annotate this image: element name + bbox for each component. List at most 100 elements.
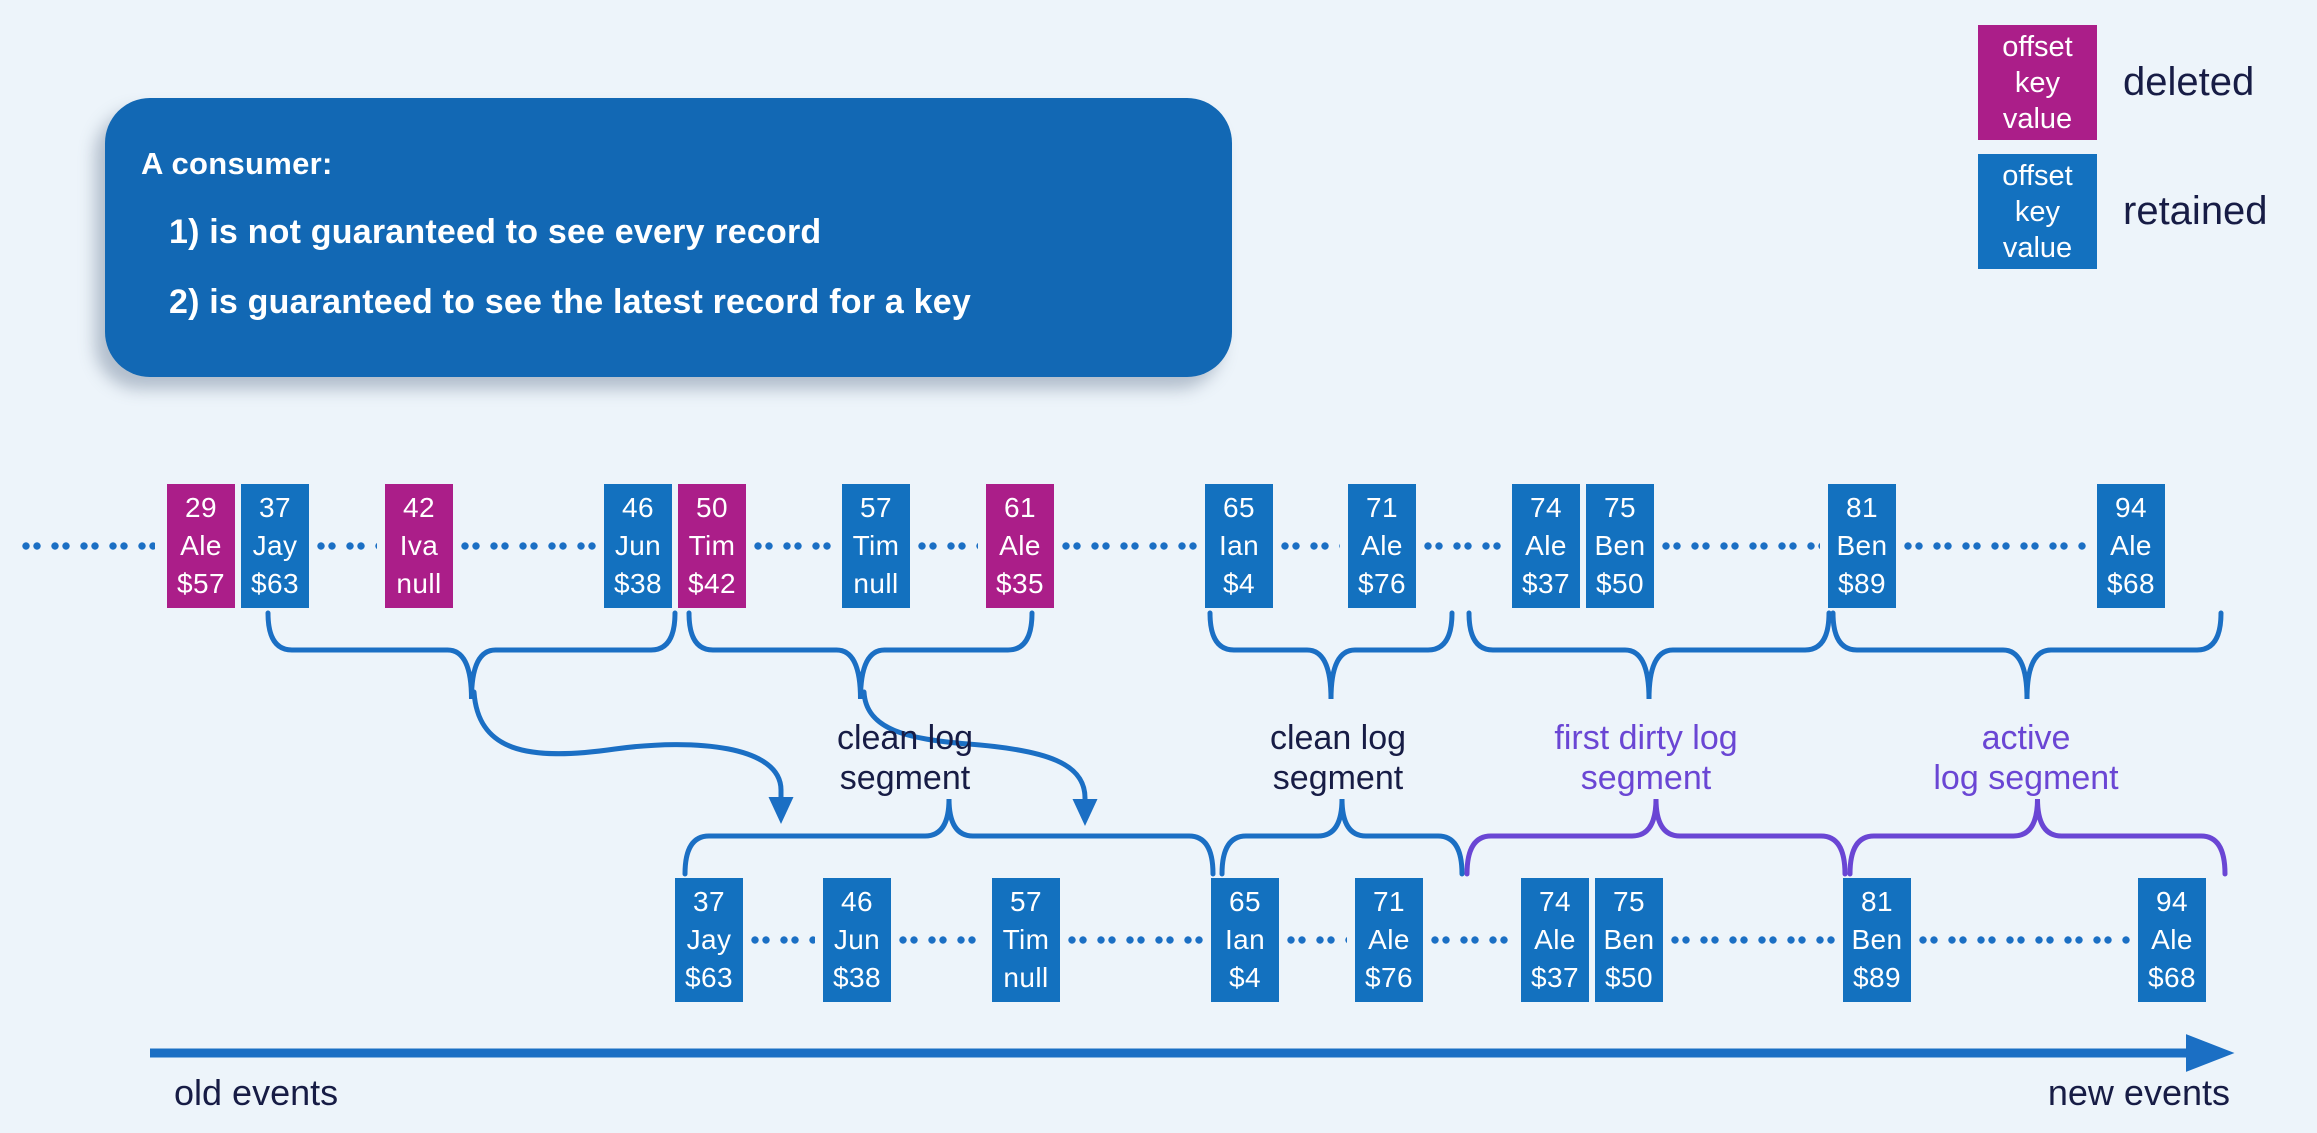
record-offset: 57 [860, 492, 892, 523]
record-offset: 75 [1604, 492, 1636, 523]
bottom-brace-2 [1464, 798, 1848, 877]
dotted-leader [22, 542, 155, 550]
record-value: $38 [833, 962, 881, 993]
dotted-leader [1671, 936, 1835, 944]
record-value: $50 [1605, 962, 1653, 993]
record-value: $57 [177, 568, 225, 599]
consumer-callout: A consumer: 1) is not guaranteed to see … [105, 98, 1232, 377]
dotted-leader [754, 542, 834, 550]
record-offset: 94 [2156, 886, 2188, 917]
record-offset: 65 [1229, 886, 1261, 917]
legend-line-offset: offset [2002, 30, 2073, 63]
record-value: null [396, 568, 442, 599]
record-offset: 61 [1004, 492, 1036, 523]
record-value: $89 [1853, 962, 1901, 993]
record-offset: 94 [2115, 492, 2147, 523]
record-value: $76 [1358, 568, 1406, 599]
dotted-leader [899, 936, 984, 944]
legend-deleted-label: deleted [2123, 60, 2255, 104]
record-key: Ale [1361, 530, 1403, 561]
record-offset: 37 [259, 492, 291, 523]
dotted-leader [461, 542, 596, 550]
record-value: null [853, 568, 899, 599]
legend-line-value: value [2002, 102, 2073, 135]
record-key: Ben [1851, 924, 1903, 955]
record-key: Ian [1224, 924, 1266, 955]
record-key: Ben [1594, 530, 1646, 561]
record-value: $76 [1365, 962, 1413, 993]
old-events-label: old events [174, 1072, 339, 1113]
record-key: Ale [1368, 924, 1410, 955]
record-offset: 29 [185, 492, 217, 523]
record-value: $35 [996, 568, 1044, 599]
record-offset: 74 [1530, 492, 1562, 523]
record-key: Ale [999, 530, 1041, 561]
record-value: $89 [1838, 568, 1886, 599]
callout-item-2: 2) is guaranteed to see the latest recor… [169, 283, 971, 321]
record-key: Ale [1534, 924, 1576, 955]
dotted-leader [1431, 936, 1513, 944]
record-offset: 65 [1223, 492, 1255, 523]
record-key: Tim [852, 530, 900, 561]
record-offset: 57 [1010, 886, 1042, 917]
dotted-leader [1062, 542, 1197, 550]
record-offset: 50 [696, 492, 728, 523]
dotted-leader [1287, 936, 1347, 944]
dotted-leader [751, 936, 815, 944]
legend-line-key: key [2014, 195, 2061, 228]
dotted-leader [1919, 936, 2130, 944]
dotted-leader [1662, 542, 1820, 550]
legend-row-retained: offset key value retained [1978, 154, 2268, 269]
record-offset: 37 [693, 886, 725, 917]
record-value: $4 [1229, 962, 1261, 993]
dotted-leader [1068, 936, 1203, 944]
record-offset: 46 [841, 886, 873, 917]
compaction-arrow-0 [471, 689, 794, 825]
record-key: Jay [686, 924, 732, 955]
record-offset: 81 [1846, 492, 1878, 523]
top-brace-1 [686, 610, 1035, 700]
record-offset: 81 [1861, 886, 1893, 917]
dotted-leader [317, 542, 377, 550]
record-key: Jun [614, 530, 662, 561]
legend-line-key: key [2014, 66, 2061, 99]
legend-line-offset: offset [2002, 159, 2073, 192]
top-brace-0 [265, 610, 678, 700]
record-offset: 75 [1613, 886, 1645, 917]
top-brace-2 [1207, 610, 1455, 700]
legend-deleted-swatch: offset key value [1978, 25, 2097, 140]
record-key: Tim [1002, 924, 1050, 955]
record-value: $68 [2107, 568, 2155, 599]
record-value: $68 [2148, 962, 2196, 993]
legend-retained-swatch: offset key value [1978, 154, 2097, 269]
record-value: $37 [1531, 962, 1579, 993]
record-offset: 71 [1373, 886, 1405, 917]
top-brace-4 [1830, 610, 2224, 700]
record-offset: 71 [1366, 492, 1398, 523]
record-key: Jay [252, 530, 298, 561]
dotted-leader [918, 542, 978, 550]
record-key: Ben [1603, 924, 1655, 955]
bottom-brace-0 [682, 798, 1216, 877]
callout-item-1: 1) is not guaranteed to see every record [169, 213, 822, 251]
